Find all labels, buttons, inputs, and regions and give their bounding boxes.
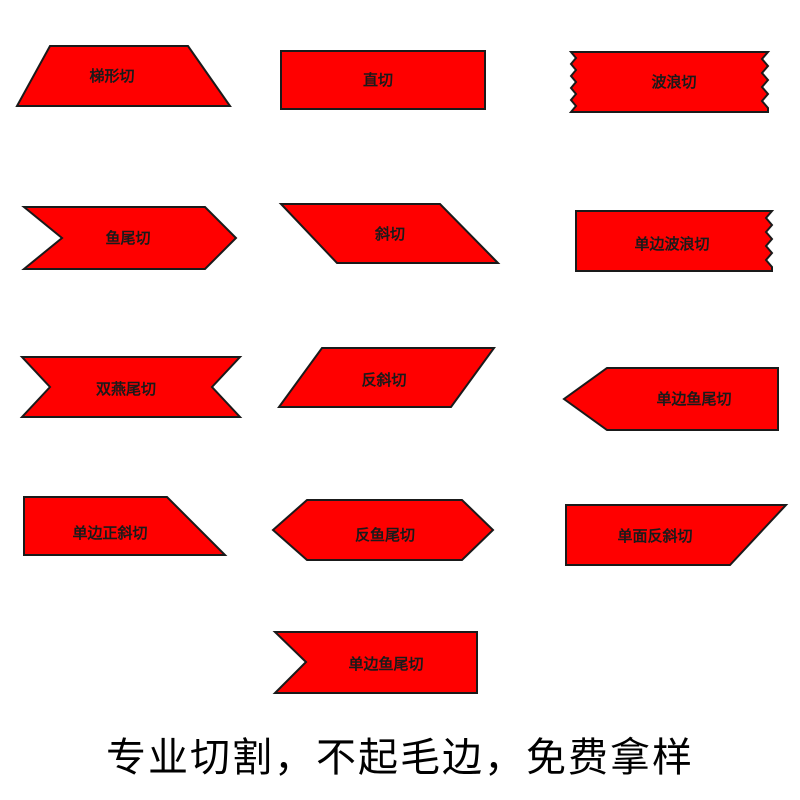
ribbon-single-forward-slant: 单边正斜切: [23, 496, 228, 556]
ribbon-single-fishtail-notch-shape: [272, 631, 478, 694]
ribbon-single-reverse-slant-label: 单面反斜切: [617, 527, 692, 545]
ribbon-reverse-fishtail: 反鱼尾切: [271, 499, 495, 561]
ribbon-fishtail: 鱼尾切: [21, 206, 238, 270]
ribbon-straight-shape: [280, 50, 486, 110]
ribbon-reverse-slant: 反斜切: [277, 347, 496, 408]
ribbon-single-wave-label: 单边波浪切: [634, 235, 709, 253]
ribbon-single-forward-slant-shape: [23, 496, 228, 556]
ribbon-single-reverse-slant-shape: [565, 504, 789, 566]
ribbon-single-fishtail-notch-label: 单边鱼尾切: [348, 655, 423, 673]
ribbon-double-swallowtail-shape: [19, 356, 243, 418]
ribbon-straight: 直切: [280, 50, 486, 110]
ribbon-reverse-slant-label: 反斜切: [361, 371, 406, 389]
ribbon-reverse-fishtail-shape: [271, 499, 495, 561]
ribbon-reverse-slant-shape: [277, 347, 496, 408]
ribbon-single-fishtail-shape: [562, 367, 779, 431]
ribbon-single-wave-shape: [575, 210, 775, 272]
ribbon-reverse-fishtail-label: 反鱼尾切: [355, 526, 415, 544]
ribbon-slant: 斜切: [278, 203, 501, 264]
ribbon-single-fishtail-label: 单边鱼尾切: [656, 390, 731, 408]
ribbon-fishtail-label: 鱼尾切: [105, 229, 150, 247]
ribbon-single-reverse-slant: 单面反斜切: [565, 504, 789, 566]
ribbon-wave-shape: [568, 51, 771, 113]
ribbon-double-swallowtail: 双燕尾切: [19, 356, 243, 418]
ribbon-double-swallowtail-label: 双燕尾切: [96, 380, 156, 398]
ribbon-fishtail-shape: [21, 206, 238, 270]
ribbon-trapezoid-label: 梯形切: [89, 67, 134, 85]
ribbon-single-fishtail: 单边鱼尾切: [562, 367, 779, 431]
ribbon-slant-label: 斜切: [374, 225, 405, 243]
ribbon-single-forward-slant-label: 单边正斜切: [72, 524, 147, 542]
tagline: 专业切割，不起毛边，免费拿样: [106, 735, 694, 781]
ribbon-wave-label: 波浪切: [651, 73, 696, 91]
ribbon-single-wave: 单边波浪切: [575, 210, 775, 272]
ribbon-wave: 波浪切: [568, 51, 771, 113]
ribbon-trapezoid: 梯形切: [15, 45, 232, 107]
ribbon-single-fishtail-notch: 单边鱼尾切: [272, 631, 478, 694]
ribbon-straight-label: 直切: [363, 71, 393, 89]
ribbon-slant-shape: [278, 203, 501, 264]
ribbon-trapezoid-shape: [15, 45, 232, 107]
